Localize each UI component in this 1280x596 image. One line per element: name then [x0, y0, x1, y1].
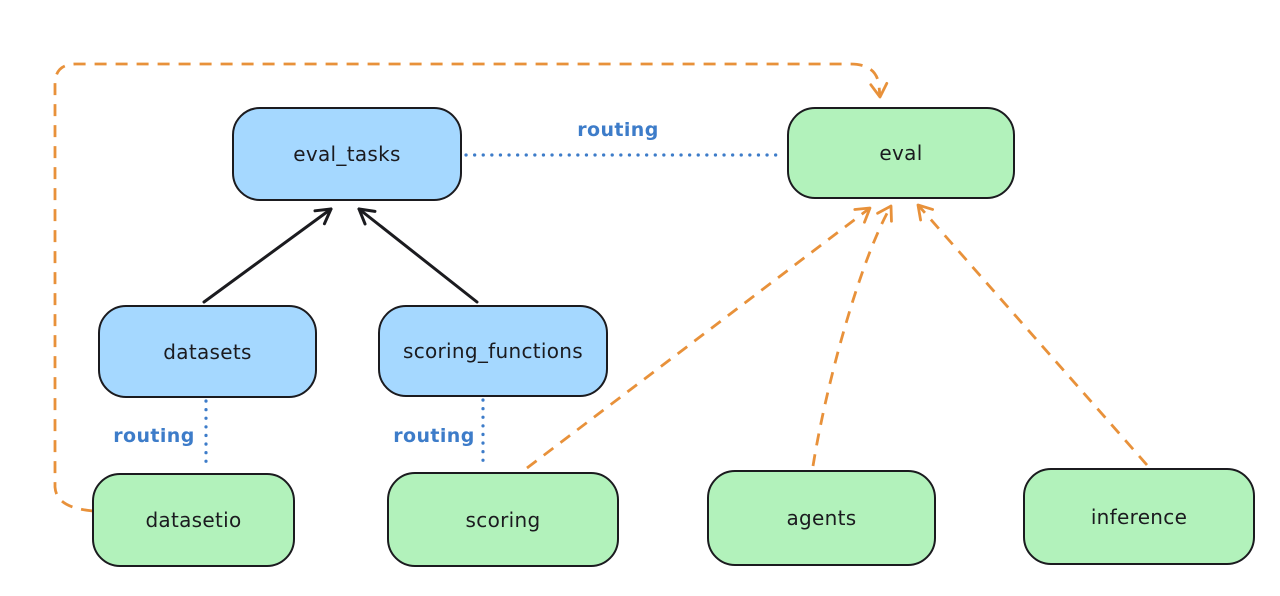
edge-datasets-to-eval-tasks — [202, 207, 333, 304]
node-eval-tasks-label: eval_tasks — [293, 142, 401, 166]
node-eval-tasks: eval_tasks — [232, 107, 462, 201]
node-scoring: scoring — [387, 472, 619, 567]
edge-label-routing-datasets: routing — [113, 425, 195, 447]
edge-scoring-to-eval — [526, 206, 872, 470]
edge-label-routing-top: routing — [577, 119, 659, 141]
node-datasetio-label: datasetio — [145, 508, 242, 532]
edge-inference-to-eval — [916, 203, 1149, 466]
node-scoring-functions: scoring_functions — [378, 305, 608, 397]
edge-label-routing-scoring: routing — [393, 425, 475, 447]
node-datasetio: datasetio — [92, 473, 295, 567]
edge-agents-to-eval — [811, 204, 893, 467]
node-agents-label: agents — [786, 506, 857, 530]
node-eval-label: eval — [879, 141, 923, 165]
edge-datasetio-to-eval — [53, 62, 889, 513]
node-datasets: datasets — [98, 305, 317, 398]
node-eval: eval — [787, 107, 1015, 199]
node-agents: agents — [707, 470, 936, 566]
node-scoring-functions-label: scoring_functions — [402, 339, 584, 363]
node-inference: inference — [1023, 468, 1255, 565]
edge-scoring-functions-to-eval-tasks — [357, 207, 479, 304]
node-datasets-label: datasets — [163, 339, 252, 364]
node-scoring-label: scoring — [465, 507, 541, 532]
node-inference-label: inference — [1090, 504, 1188, 529]
